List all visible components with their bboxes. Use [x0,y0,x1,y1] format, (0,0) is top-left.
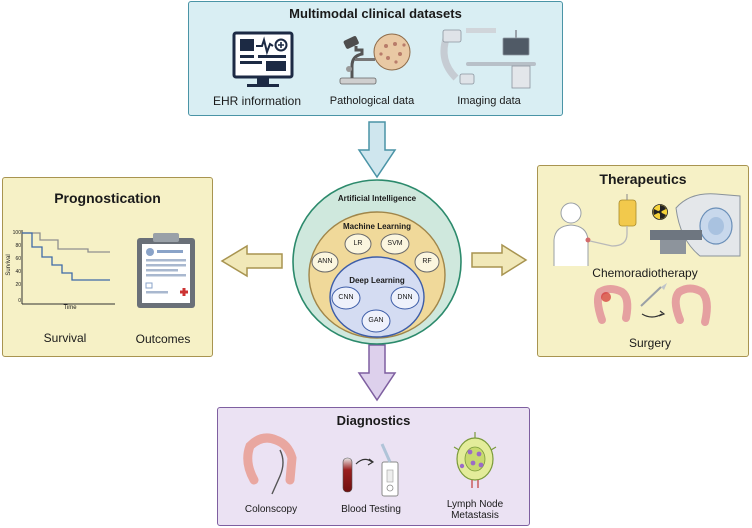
survival-chart [21,230,115,305]
survival-chart-ytick: 40 [15,269,21,275]
imaging-machine-icon [440,28,536,89]
rf-bubble [414,251,440,273]
survival-chart-ytick: 20 [15,282,21,288]
arrow-down-bottom-icon [357,344,397,402]
ml-label: Machine Learning [342,222,411,231]
dnn-label: DNN [397,294,413,301]
gan-bubble [361,309,391,333]
svm-bubble [380,233,410,255]
iv-bag-icon [589,194,637,247]
survival-chart-ytick: 80 [15,243,21,249]
patient-body-icon [553,202,591,266]
resected-colon-icon [671,284,711,326]
gan-label: GAN [368,317,384,324]
surgery-arrow-icon [641,310,666,318]
arrow-down-top-icon [357,121,397,179]
lr-bubble [344,233,372,255]
pathological-label: Pathological data [329,95,415,107]
survival-chart-ytick: 0 [18,298,21,304]
ehr-monitor-icon [232,31,294,87]
ann-bubble [311,251,339,273]
dnn-bubble [390,286,420,310]
cnn-bubble [331,286,361,310]
outcomes-label: Outcomes [135,332,191,346]
survival-chart-ytick: 100 [12,230,21,236]
colonoscopy-icon [243,433,297,495]
rf-label: RF [422,258,432,265]
radiation-icon [652,204,668,220]
surgery-label: Surgery [628,336,672,350]
arrow-right-icon [471,243,528,277]
scalpel-icon [640,283,667,307]
tissue-sample-icon [373,33,411,71]
cnn-label: CNN [338,294,354,301]
imaging-label: Imaging data [457,95,521,107]
survival-chart-xlabel: Time [63,305,77,311]
therapeutics-title: Therapeutics [599,171,687,187]
dl-circle [329,256,425,338]
survival-label: Survival [43,331,87,345]
survival-chart-ytick: 60 [15,256,21,262]
datasets-title: Multimodal clinical datasets [289,6,462,21]
arrow-left-icon [220,244,283,278]
diagnostics-title: Diagnostics [336,413,411,428]
clipboard-icon [137,233,195,308]
ehr-label: EHR information [212,94,302,108]
ann-label: ANN [317,258,333,265]
colon-icon [593,285,632,324]
ai-label: Artificial Intelligence [337,194,417,203]
radiotherapy-machine-icon [650,193,741,257]
lymph-node-icon [453,432,497,488]
lymph-node-label: Lymph Node [446,499,504,510]
survival-chart-ylabel: Survival [6,254,12,276]
blood-testing-label: Blood Testing [341,504,401,515]
svm-label: SVM [387,240,403,247]
metastasis-label: Metastasis [451,510,499,521]
chemoradiotherapy-label: Chemoradiotherapy [592,266,698,280]
lr-label: LR [353,240,363,247]
test-strip-icon [380,443,399,497]
colonscopy-label: Colonscopy [244,504,298,515]
microscope-icon [339,36,377,85]
prognostication-title: Prognostication [54,190,161,206]
dl-label: Deep Learning [349,276,405,285]
blood-tube-icon [342,457,375,493]
